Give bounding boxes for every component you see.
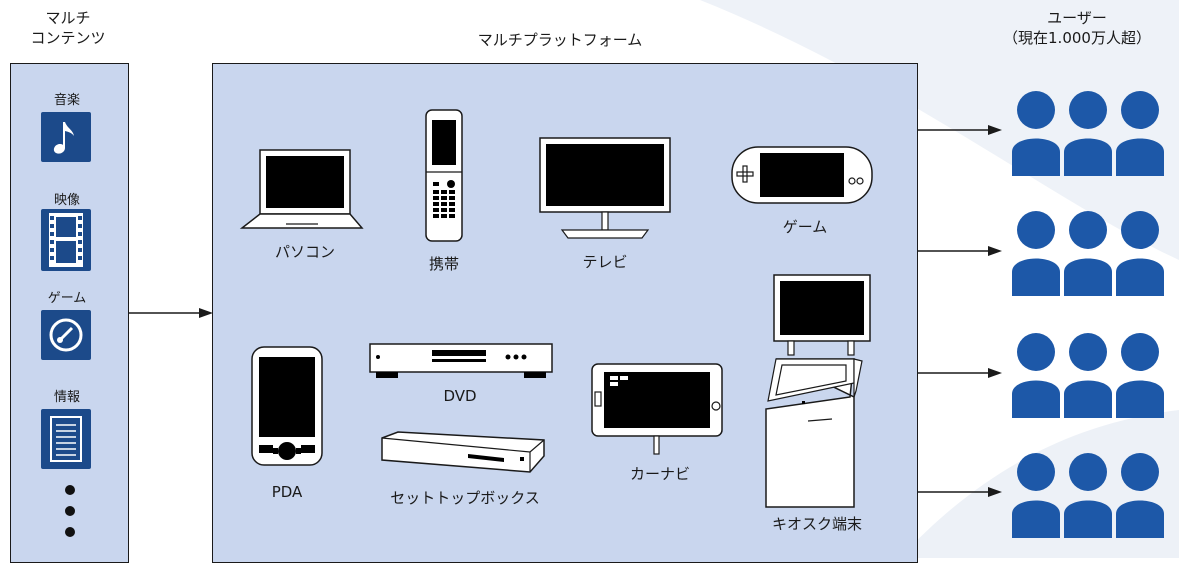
platform-to-users-arrow	[918, 368, 1002, 378]
device-label-dvd: DVD	[443, 387, 477, 405]
users-heading: ユーザー （現在1.000万人超）	[1003, 9, 1151, 47]
car-navigation-icon	[591, 363, 723, 455]
pda-icon	[251, 346, 323, 466]
content-label-video: 映像	[53, 193, 80, 208]
multi-platform-heading: マルチプラットフォーム	[477, 31, 643, 49]
user-group-icon	[1012, 91, 1164, 176]
music-note-icon	[41, 112, 91, 162]
game-disc-icon	[41, 310, 91, 360]
more-dot	[65, 506, 75, 516]
more-dot	[65, 527, 75, 537]
content-label-music: 音楽	[53, 93, 80, 108]
device-label-tv: テレビ	[582, 253, 628, 271]
device-label-kiosk: キオスク端末	[771, 515, 862, 533]
film-strip-icon	[41, 209, 91, 271]
device-label-stb: セットトップボックス	[390, 489, 540, 507]
content-label-info: 情報	[53, 390, 80, 405]
content-label-game: ゲーム	[47, 291, 87, 306]
kiosk-terminal-icon	[765, 274, 871, 508]
set-top-box-icon	[381, 431, 545, 473]
dvd-player-icon	[369, 343, 553, 378]
device-label-mobile: 携帯	[428, 255, 459, 273]
platform-to-users-arrow	[918, 487, 1002, 497]
device-label-carnavi: カーナビ	[629, 465, 690, 483]
tv-icon	[539, 137, 671, 239]
more-dot	[65, 485, 75, 495]
user-group-icon	[1012, 211, 1164, 296]
multi-contents-heading: マルチ コンテンツ	[30, 9, 106, 47]
contents-panel: 音楽 映像 ゲーム 情報	[10, 63, 129, 563]
device-label-pc: パソコン	[274, 243, 335, 261]
mobile-phone-icon	[425, 109, 463, 242]
handheld-game-icon	[731, 146, 873, 204]
contents-to-platform-arrow	[129, 308, 213, 318]
document-icon	[41, 409, 91, 469]
platform-to-users-arrow	[918, 246, 1002, 256]
device-label-game: ゲーム	[782, 218, 828, 236]
platform-to-users-arrow	[918, 125, 1002, 135]
user-group-icon	[1012, 453, 1164, 538]
user-group-icon	[1012, 333, 1164, 418]
laptop-icon	[239, 149, 364, 229]
device-label-pda: PDA	[271, 483, 303, 501]
